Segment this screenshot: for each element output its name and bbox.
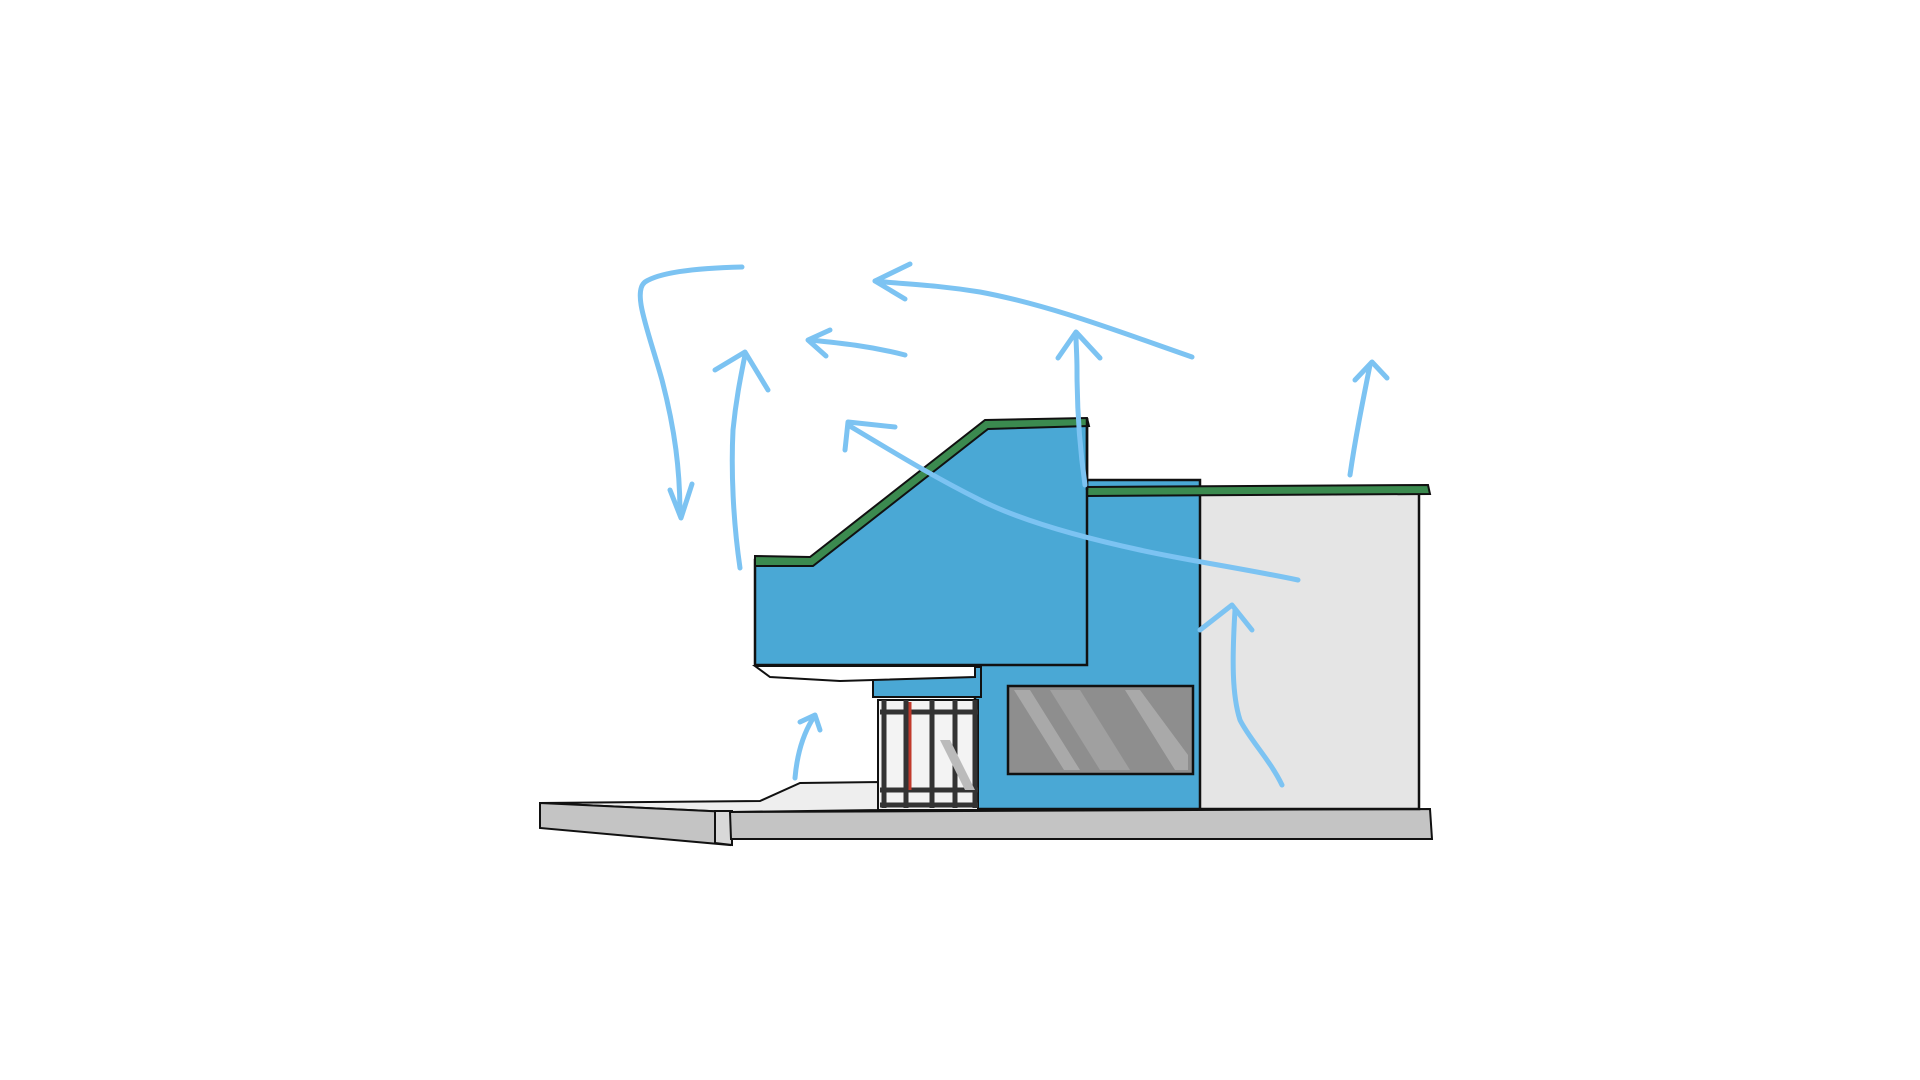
ground-slab [539,780,1434,847]
airflow-arrow [1197,602,1285,788]
door-reflection [940,740,975,790]
airflow-arrow [1055,329,1103,488]
airflow-arrow [872,261,1195,360]
airflow-arrows [637,261,1390,788]
sloped-roof [754,416,1091,567]
window-reflection [1014,690,1080,770]
airflow-arrow [712,349,771,571]
airflow-arrow [1347,359,1390,478]
airflow-arrow [792,712,823,781]
window-reflection [1050,690,1130,770]
airflow-arrow [842,419,1301,583]
canopy-underside [751,665,976,683]
window-reflection [1125,690,1188,770]
airflow-arrow [805,327,908,359]
airflow-arrow [637,264,745,521]
entrance-glazing [877,699,979,811]
cantilever-facade [753,418,1089,667]
main-slab [728,807,1434,840]
flat-roof [1086,483,1432,498]
left-slab-end [714,810,733,847]
cantilever-volume [753,416,1091,667]
entrance [872,666,982,811]
